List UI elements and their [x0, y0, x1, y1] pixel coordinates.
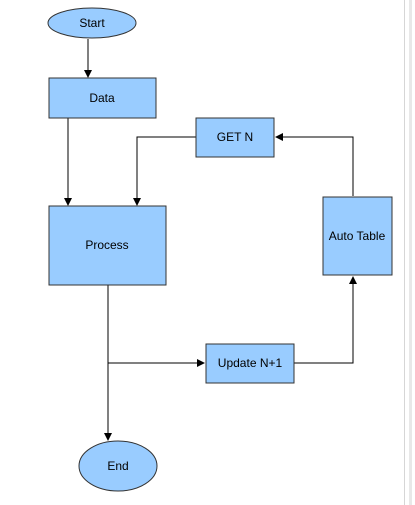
- edge-shade: [409, 0, 412, 505]
- node-update-label: Update N+1: [218, 356, 283, 370]
- node-end-label: End: [107, 459, 128, 473]
- edge-getn-to-process: [133, 136, 196, 206]
- node-process: Process: [48, 205, 167, 286]
- node-start-label: Start: [79, 16, 105, 30]
- node-process-label: Process: [85, 238, 128, 252]
- node-auto-table-label: Auto Table: [329, 229, 386, 243]
- window-right-edge: [404, 0, 415, 505]
- node-data-label: Data: [89, 91, 115, 105]
- node-get-n: GET N: [195, 117, 275, 158]
- node-get-n-label: GET N: [217, 130, 253, 144]
- node-start: Start: [47, 7, 137, 39]
- node-update: Update N+1: [205, 343, 295, 384]
- node-end: End: [78, 440, 158, 492]
- edge-update-to-autotable: [294, 276, 357, 364]
- node-data: Data: [48, 77, 157, 119]
- edge-autotable-to-getn: [275, 133, 354, 196]
- node-auto-table: Auto Table: [322, 196, 393, 276]
